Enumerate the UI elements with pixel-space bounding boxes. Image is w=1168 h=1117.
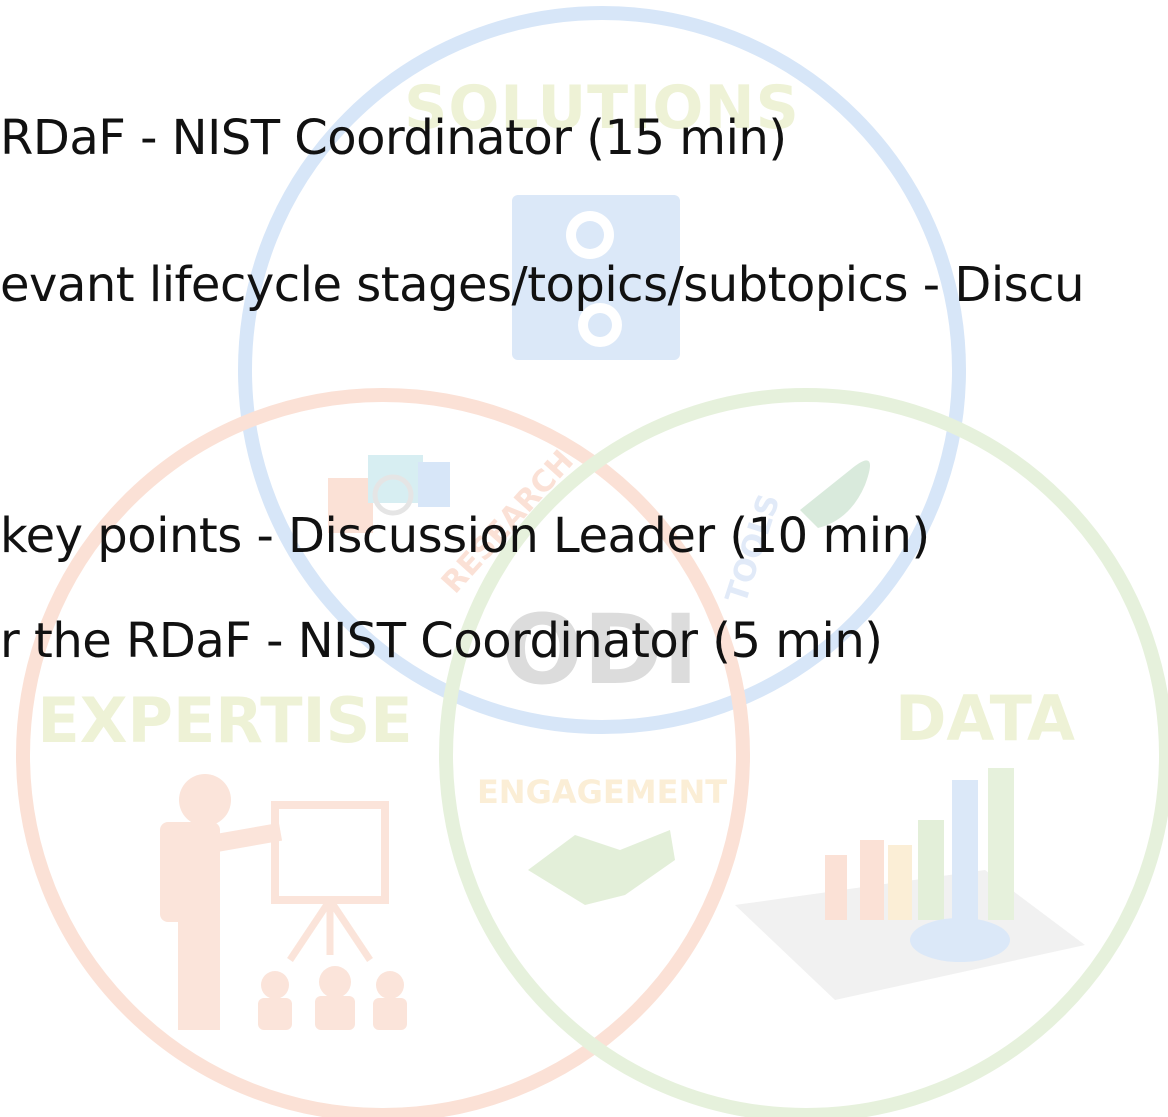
expertise-circle: [16, 388, 750, 1117]
bar-chart-icon: [735, 768, 1085, 1000]
puzzle-icon: [512, 195, 680, 360]
research-icon: [328, 455, 450, 533]
agenda-line-2: evant lifecycle stages/topics/subtopics …: [0, 257, 1085, 313]
handshake-icon: [528, 830, 675, 905]
wrench-icon: [800, 460, 870, 528]
odi-logo: ODI: [501, 594, 698, 706]
agenda-line-4: r the RDaF - NIST Coordinator (5 min): [0, 613, 883, 669]
expertise-label: EXPERTISE: [37, 684, 412, 757]
data-circle: [439, 388, 1168, 1117]
agenda-line-1: RDaF - NIST Coordinator (15 min): [0, 110, 787, 166]
solutions-label: SOLUTIONS: [404, 73, 800, 143]
agenda-line-3: key points - Discussion Leader (10 min): [0, 508, 930, 564]
solutions-circle: [238, 6, 966, 734]
data-label: DATA: [895, 682, 1075, 755]
presenter-icon: [160, 774, 407, 1030]
engagement-label: ENGAGEMENT: [477, 773, 727, 811]
